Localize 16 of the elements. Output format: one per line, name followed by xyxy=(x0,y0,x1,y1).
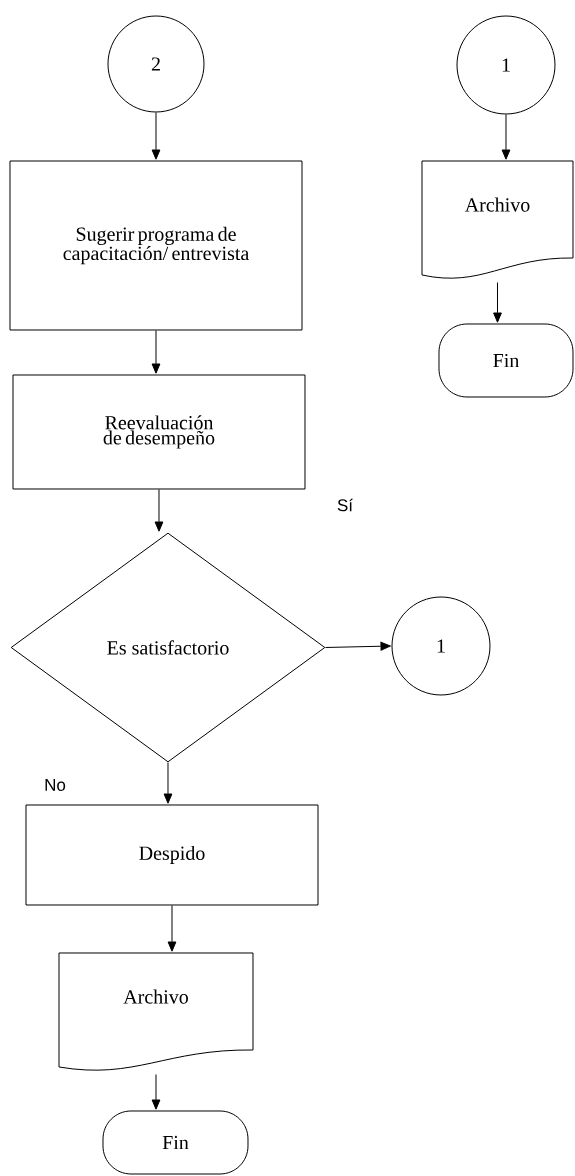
arrow xyxy=(151,1074,161,1110)
arrow xyxy=(501,114,511,160)
process-box: Reevaluación de desempeño xyxy=(12,374,306,490)
process-box: Despido xyxy=(25,804,319,906)
document-shape: Archivo xyxy=(58,952,254,1071)
arrow xyxy=(163,762,173,804)
document-shape: Archivo xyxy=(421,160,574,279)
arrow xyxy=(325,641,391,651)
branch-label: Sí xyxy=(337,498,353,512)
arrow xyxy=(493,282,502,323)
process-box: Sugerir programa de capacitación/ entrevista xyxy=(9,160,303,331)
arrow xyxy=(167,905,177,952)
arrow xyxy=(151,330,161,374)
arrow xyxy=(154,489,164,532)
arrow xyxy=(151,112,161,160)
branch-label: No xyxy=(45,779,66,791)
